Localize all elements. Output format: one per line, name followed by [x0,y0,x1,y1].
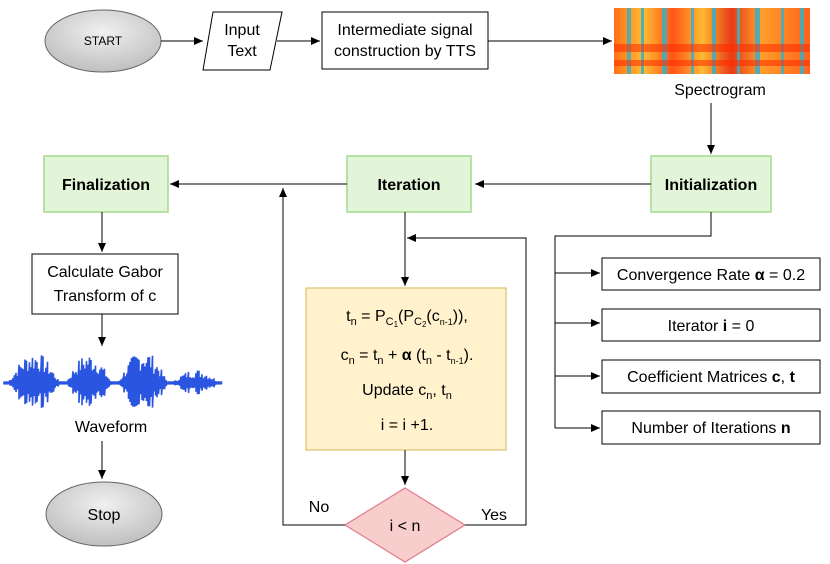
initialization-label: Initialization [665,177,757,194]
start-label: START [84,34,123,48]
start-node: START [44,9,162,73]
svg-text:Number of Iterations n: Number of Iterations n [631,420,790,437]
initialization-node: Initialization [650,155,772,213]
yes-label: Yes [481,507,507,524]
svg-text:Convergence Rate α = 0.2: Convergence Rate α = 0.2 [617,267,805,284]
param-iterator: Iterator i = 0 [601,308,821,342]
iterator-prefix: Iterator [668,318,723,335]
decision-label: i < n [390,518,421,535]
input-label-line2: Text [227,43,257,60]
update-eq2: cn = tn + α (tn - tn-1). [341,347,474,367]
coeff-c: c [772,369,781,386]
waveform-image [3,355,223,408]
param-convergence-rate: Convergence Rate α = 0.2 [601,257,821,291]
convergence-symbol: α [755,267,765,284]
input-label-line1: Input [224,22,260,39]
finalization-label: Finalization [62,177,150,194]
gabor-node: Calculate Gabor Transform of c [31,253,179,315]
stop-node: Stop [45,481,163,547]
waveform-label: Waveform [75,419,147,436]
num-prefix: Number of Iterations [631,420,780,437]
param-coefficient-matrices: Coefficient Matrices c, t [601,359,821,394]
coeff-sep: , [781,369,790,386]
iteration-node: Iteration [346,155,472,213]
coeff-prefix: Coefficient Matrices [627,369,772,386]
input-text-node: Input Text [202,11,283,71]
decision-node: i < n [343,487,467,563]
spectrogram-image [614,8,810,74]
spectrogram-label: Spectrogram [674,82,766,99]
tts-label-line2: construction by TTS [334,43,476,60]
update-eq1: tn = PC1(PC2(cn-1)), [346,308,468,329]
svg-text:Iterator i = 0: Iterator i = 0 [668,318,755,335]
tts-label-line1: Intermediate signal [337,22,472,39]
finalization-node: Finalization [43,155,169,213]
num-symbol: n [781,420,791,437]
iterator-value: = 0 [727,318,754,335]
no-label: No [309,499,330,516]
gabor-label-line2: Transform of c [54,288,157,305]
param-number-of-iterations: Number of Iterations n [601,410,821,445]
update-block: tn = PC1(PC2(cn-1)), cn = tn + α (tn - t… [305,287,507,451]
update-eq4: i = i +1. [381,417,433,434]
tts-node: Intermediate signal construction by TTS [321,11,489,70]
iteration-label: Iteration [377,177,440,194]
gabor-label-line1: Calculate Gabor [47,264,163,281]
iterator-symbol: i [723,318,727,335]
coeff-t: t [790,369,796,386]
svg-text:Coefficient Matrices c, t: Coefficient Matrices c, t [627,369,795,386]
convergence-prefix: Convergence Rate [617,267,755,284]
stop-label: Stop [88,507,121,524]
convergence-value: = 0.2 [765,267,806,284]
